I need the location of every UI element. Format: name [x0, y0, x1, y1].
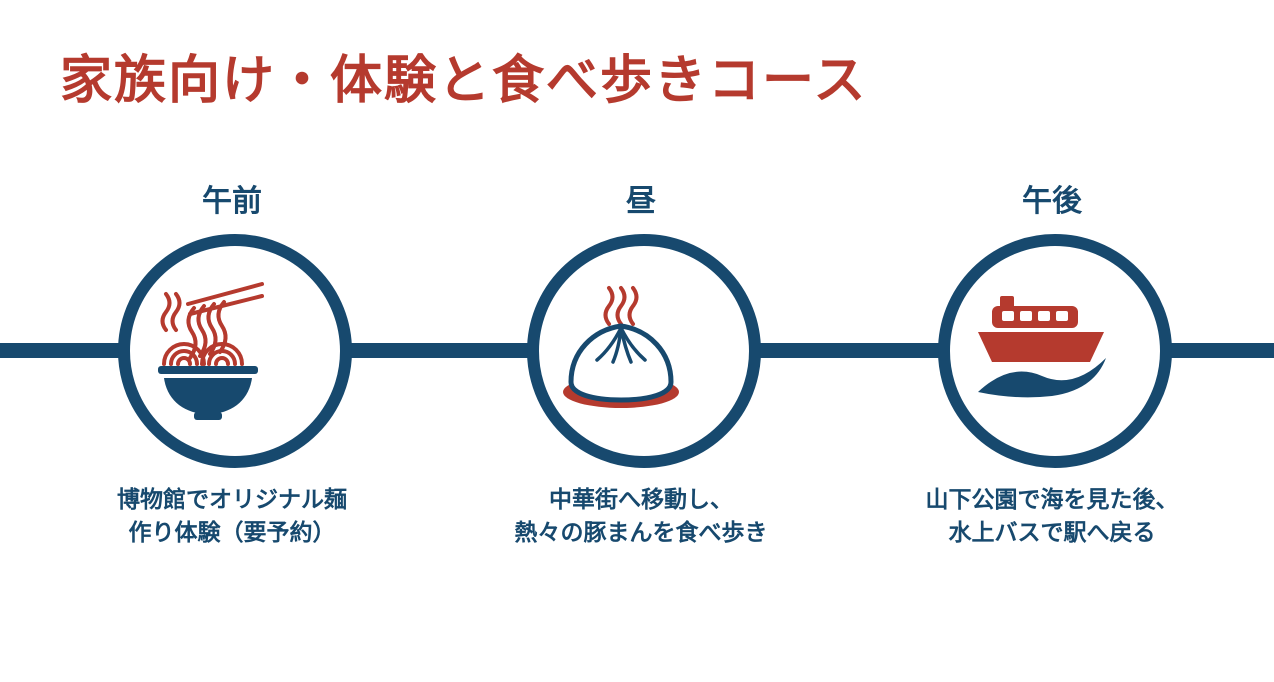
- stage-label: 午前: [202, 184, 262, 219]
- stage-description-line: 中華街へ移動し、: [549, 487, 733, 513]
- stage-morning: 午前 博物館でオリジナル麺: [52, 0, 412, 682]
- stage-description: 博物館でオリジナル麺 作り体験（要予約）: [52, 484, 412, 550]
- stage-circle: [527, 234, 761, 468]
- stage-label: 午後: [1022, 184, 1082, 219]
- stage-noon: 昼 中華街へ移動し、 熱々の豚まんを食べ歩き: [461, 0, 821, 682]
- pork-bun-icon: [563, 286, 679, 408]
- stage-description: 山下公園で海を見た後、 水上バスで駅へ戻る: [872, 484, 1232, 550]
- stage-description-line: 熱々の豚まんを食べ歩き: [514, 520, 768, 546]
- stage-circle: [118, 234, 352, 468]
- stage-label: 昼: [626, 184, 656, 219]
- stage-circle: [938, 234, 1172, 468]
- stage-description-line: 博物館でオリジナル麺: [117, 487, 347, 513]
- stage-description: 中華街へ移動し、 熱々の豚まんを食べ歩き: [461, 484, 821, 550]
- ramen-bowl-icon: [158, 282, 264, 420]
- stage-afternoon: 午後 山下公園で海を見た後、 水上バスで駅へ戻る: [872, 0, 1232, 682]
- stage-description-line: 作り体験（要予約）: [128, 520, 336, 546]
- water-bus-icon: [978, 296, 1106, 398]
- stage-description-line: 水上バスで駅へ戻る: [948, 520, 1156, 546]
- page-title: 家族向け・体験と食べ歩きコース: [60, 51, 868, 111]
- stage-description-line: 山下公園で海を見た後、: [925, 487, 1179, 513]
